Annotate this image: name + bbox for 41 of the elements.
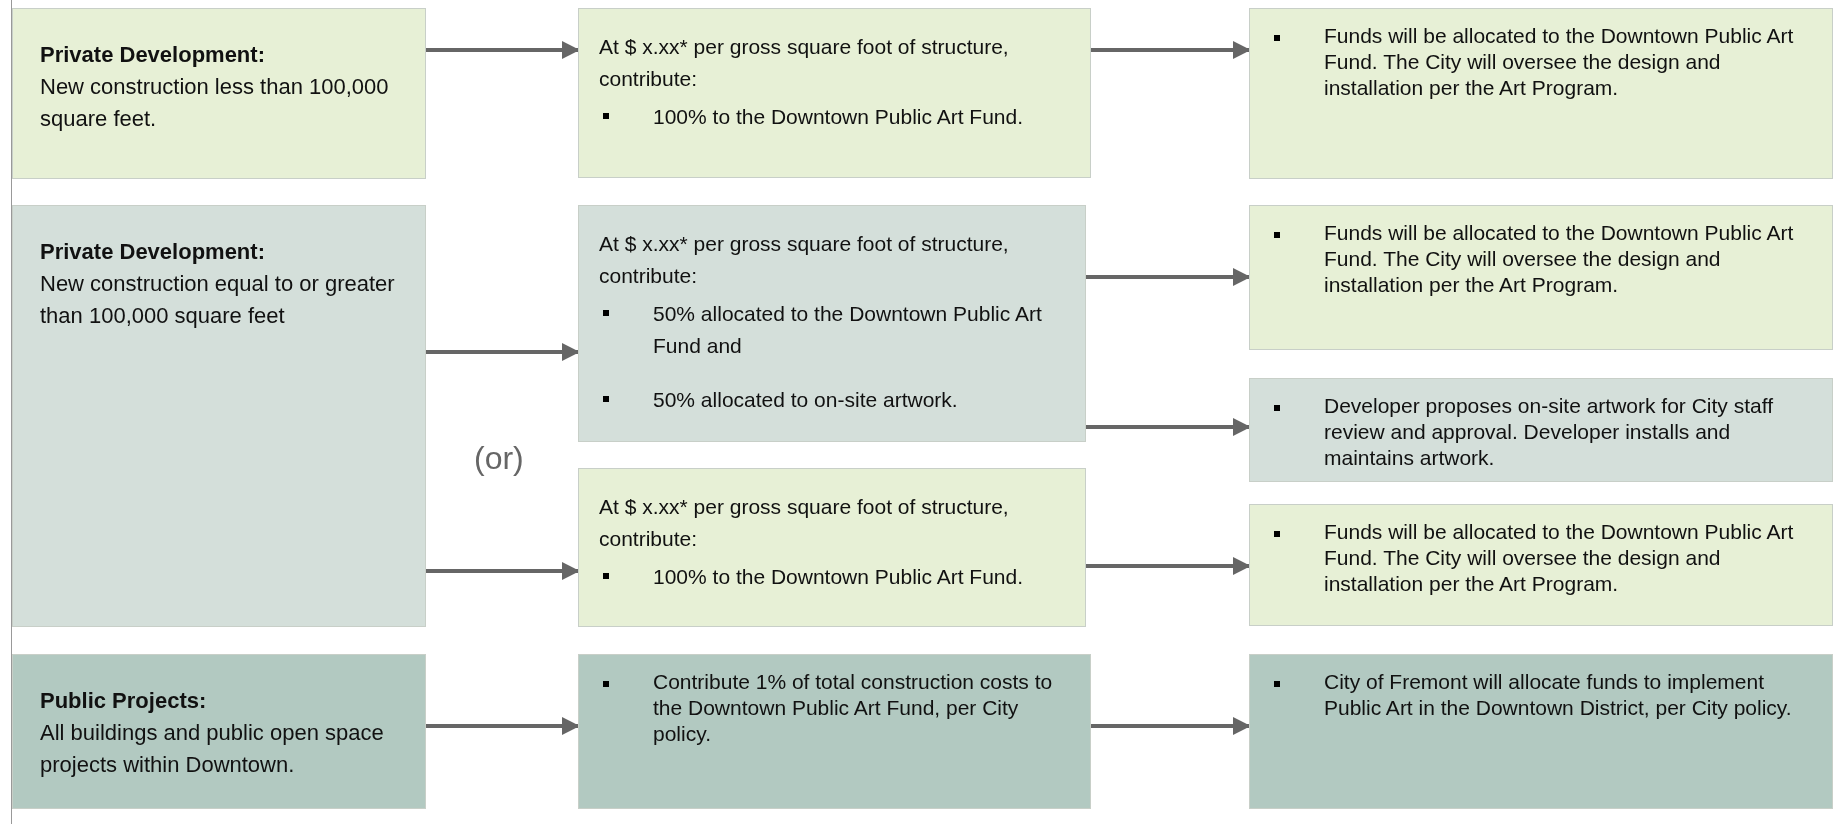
description: At $ x.xx* per gross square foot of structure, contribute: <box>599 34 1010 92</box>
arrow <box>426 343 580 361</box>
text-box <box>578 8 1091 178</box>
arrow <box>426 41 580 59</box>
heading: Public Projects: <box>40 687 208 715</box>
bullet-text: Funds will be allocated to the Downtown Public Art Fund. The City will oversee the design and installation per the Art Program. <box>1324 220 1795 298</box>
text-box <box>1249 504 1833 626</box>
text-box <box>1249 378 1833 482</box>
text-box <box>578 205 1086 442</box>
bullet-text: 50% allocated to the Downtown Public Art Fund and <box>653 301 1043 359</box>
heading: Private Development: <box>40 41 266 69</box>
bullet-text: Funds will be allocated to the Downtown Public Art Fund. The City will oversee the design and installation per the Art Program. <box>1324 519 1795 597</box>
text-box <box>12 8 426 179</box>
description: New construction equal to or greater than 100,000 square feet <box>40 270 396 330</box>
text-box <box>578 468 1086 627</box>
arrow <box>1091 717 1251 735</box>
arrow <box>426 717 580 735</box>
text-box <box>12 205 426 627</box>
bullet-text: Contribute 1% of total construction costs to the Downtown Public Art Fund, per City policy. <box>653 669 1054 747</box>
arrow <box>1091 41 1251 59</box>
bullet-text: Developer proposes on-site artwork for City staff review and approval. Developer installs and maintains artwork. <box>1324 393 1774 471</box>
description: All buildings and public open space projects within Downtown. <box>40 719 385 779</box>
text-box <box>12 654 426 809</box>
arrow <box>1086 418 1251 436</box>
description: At $ x.xx* per gross square foot of structure, contribute: <box>599 494 1010 552</box>
bullet-text: City of Fremont will allocate funds to implement Public Art in the Downtown District, per City policy. <box>1324 669 1793 721</box>
arrow <box>1086 268 1251 286</box>
option-label: (or) <box>474 439 524 478</box>
arrow <box>1086 557 1251 575</box>
arrow <box>426 562 580 580</box>
description: At $ x.xx* per gross square foot of structure, contribute: <box>599 231 1010 289</box>
bullet-text: 100% to the Downtown Public Art Fund. <box>653 564 1024 590</box>
text-box <box>1249 8 1833 179</box>
text-box <box>578 654 1091 809</box>
bullet-text: Funds will be allocated to the Downtown Public Art Fund. The City will oversee the design and installation per the Art Program. <box>1324 23 1795 101</box>
description: New construction less than 100,000 square feet. <box>40 73 390 133</box>
bullet-text: 50% allocated to on-site artwork. <box>653 387 958 413</box>
text-box <box>1249 654 1833 809</box>
heading: Private Development: <box>40 238 266 266</box>
bullet-text: 100% to the Downtown Public Art Fund. <box>653 104 1024 130</box>
text-box <box>1249 205 1833 350</box>
